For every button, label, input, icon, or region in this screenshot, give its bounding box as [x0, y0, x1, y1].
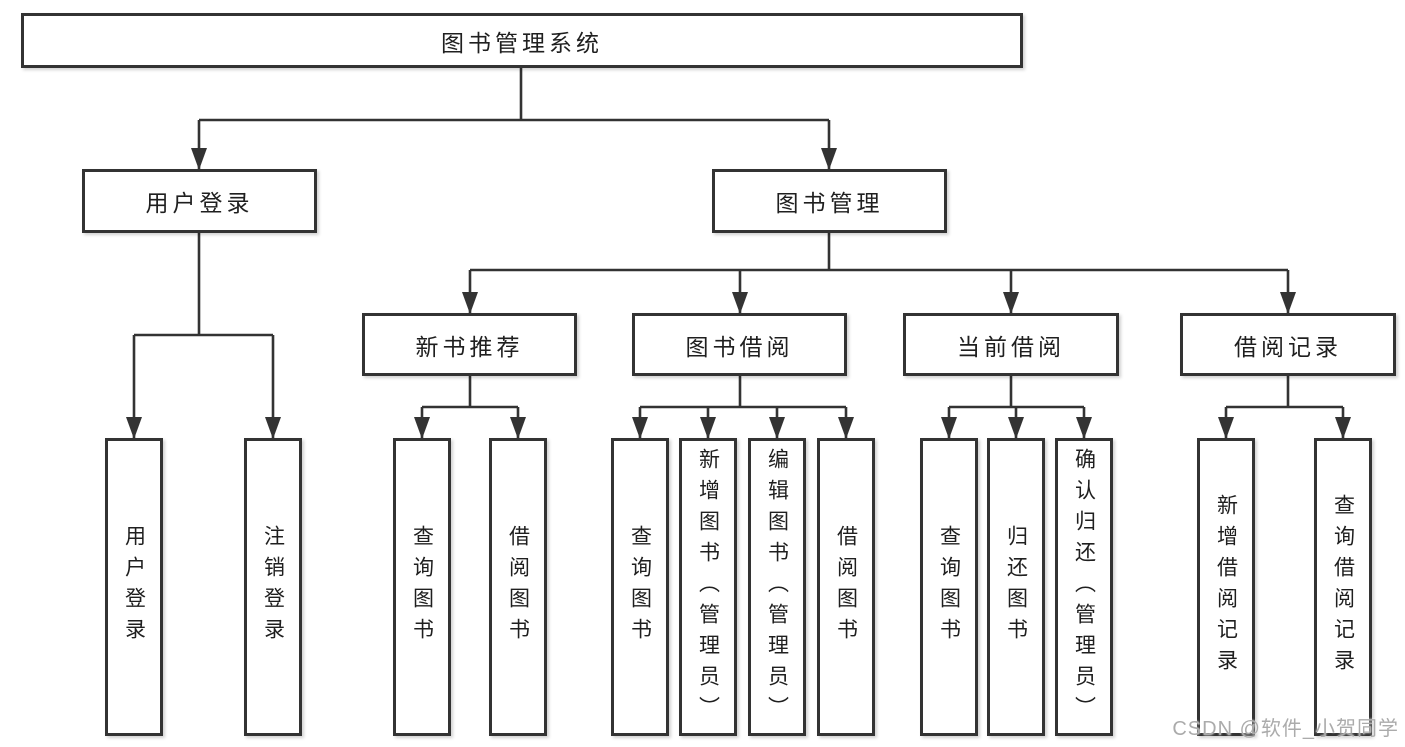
leaf-logout: 注销登录	[244, 438, 302, 736]
node-label: 查询借阅记录	[1331, 494, 1355, 680]
watermark: CSDN @软件_小贺同学	[1172, 718, 1399, 740]
leaf-query-books: 查询图书	[611, 438, 669, 736]
node-label: 当前借阅	[957, 333, 1065, 360]
node-label: 图书借阅	[685, 333, 794, 360]
node-label: 借阅图书	[506, 525, 530, 649]
node-label: 编辑图书（管理员）	[765, 447, 789, 727]
leaf-add-borrow-record: 新增借阅记录	[1197, 438, 1255, 736]
leaf-user-login: 用户登录	[105, 438, 163, 736]
node-label: 新书推荐	[415, 333, 524, 360]
leaf-borrow-books: 借阅图书	[817, 438, 875, 736]
node-label: 图书管理	[775, 190, 884, 216]
leaf-edit-books-admin: 编辑图书（管理员）	[748, 438, 806, 736]
node-label: 查询图书	[628, 525, 652, 649]
node-label: 借阅记录	[1234, 333, 1342, 360]
leaf-query-books: 查询图书	[920, 438, 978, 736]
node-label: 确认归还（管理员）	[1072, 447, 1096, 727]
node-label: 新增图书（管理员）	[696, 447, 720, 727]
node-new-book-recommend: 新书推荐	[362, 313, 577, 376]
node-label: 注销登录	[261, 525, 285, 649]
node-label: 用户登录	[145, 190, 254, 216]
node-label: 查询图书	[937, 525, 961, 649]
node-label: 借阅图书	[834, 525, 858, 649]
node-library-management-system: 图书管理系统	[21, 13, 1023, 68]
leaf-query-borrow-record: 查询借阅记录	[1314, 438, 1372, 736]
leaf-query-books: 查询图书	[393, 438, 451, 736]
node-label: 用户登录	[122, 525, 146, 649]
leaf-confirm-return-admin: 确认归还（管理员）	[1055, 438, 1113, 736]
leaf-return-books: 归还图书	[987, 438, 1045, 736]
node-label: 新增借阅记录	[1214, 494, 1238, 680]
node-current-borrow: 当前借阅	[903, 313, 1119, 376]
leaf-add-books-admin: 新增图书（管理员）	[679, 438, 737, 736]
node-label: 归还图书	[1004, 525, 1028, 649]
node-book-borrow: 图书借阅	[632, 313, 847, 376]
node-user-login-branch: 用户登录	[82, 169, 317, 233]
node-borrow-records: 借阅记录	[1180, 313, 1396, 376]
node-label: 查询图书	[410, 525, 434, 649]
node-book-management-branch: 图书管理	[712, 169, 947, 233]
node-label: 图书管理系统	[441, 29, 603, 56]
leaf-borrow-books: 借阅图书	[489, 438, 547, 736]
